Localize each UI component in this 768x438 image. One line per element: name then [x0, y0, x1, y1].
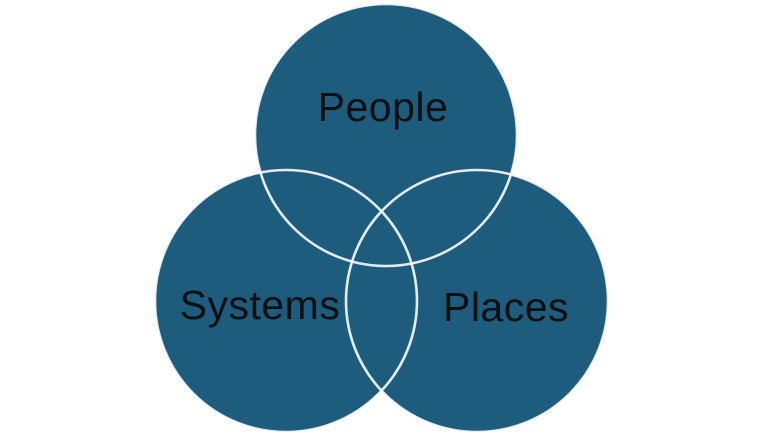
venn-circle-places [346, 170, 608, 432]
venn-label-systems: Systems [180, 282, 341, 328]
venn-label-people: People [318, 84, 449, 130]
venn-label-places: Places [443, 284, 569, 330]
venn-outline-people [253, 2, 519, 268]
venn-outline-places [344, 168, 610, 434]
venn-circle-systems [155, 170, 417, 432]
venn-outline-systems [153, 168, 419, 434]
